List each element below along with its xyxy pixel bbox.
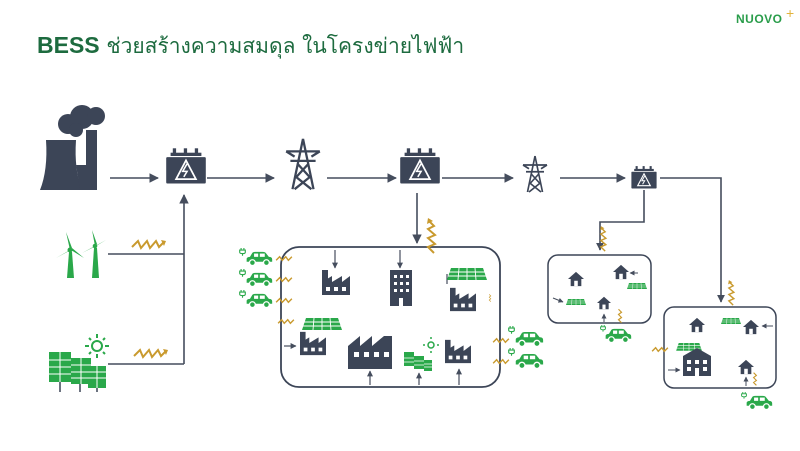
electric-car-icon — [746, 395, 773, 411]
rooftop-solar-icon — [626, 283, 648, 290]
electric-car-icon — [605, 328, 632, 344]
factory-icon — [445, 339, 471, 364]
bess-lightning-icon — [617, 308, 623, 324]
plug-icon — [239, 268, 246, 277]
electric-car-icon — [515, 331, 544, 348]
bess-lightning-icon — [492, 337, 510, 344]
solar-energy-bolt-icon — [132, 347, 170, 359]
rooftop-solar-icon — [565, 299, 587, 306]
ev-charging-group-left — [239, 247, 295, 325]
house-icon — [743, 319, 759, 335]
bess-lightning-icon — [487, 294, 493, 302]
electric-car-icon — [246, 251, 273, 267]
transmission-tower-icon — [522, 155, 548, 193]
house-icon — [689, 317, 705, 333]
bess-lightning-icon — [599, 226, 607, 252]
plug-icon — [508, 325, 515, 334]
wind-turbine-icon — [56, 230, 106, 278]
power-plant-icon — [40, 105, 105, 190]
large-factory-icon — [348, 336, 392, 369]
factory-icon — [300, 331, 326, 356]
plug-icon — [239, 247, 246, 256]
apartment-icon — [683, 348, 711, 376]
plug-icon — [741, 391, 747, 399]
wind-energy-bolt-icon — [130, 238, 168, 250]
bess-lightning-icon — [651, 346, 669, 353]
logo-plus-icon: + — [786, 5, 795, 21]
residential-zone-box-1 — [547, 254, 652, 324]
residential-zone-box-2 — [663, 306, 777, 389]
factory-icon — [450, 287, 476, 312]
electric-car-icon — [515, 353, 544, 370]
bess-lightning-icon — [727, 280, 735, 306]
factory-icon — [322, 270, 350, 295]
bess-lightning-icon — [275, 297, 293, 304]
industrial-zone-box — [280, 246, 501, 388]
rooftop-solar-icon — [301, 318, 343, 331]
building-icon — [390, 270, 412, 306]
sun-icon — [85, 334, 109, 358]
transmission-tower-icon — [285, 137, 321, 191]
rooftop-solar-icon — [446, 268, 488, 281]
electric-car-icon — [246, 272, 273, 288]
bess-lightning-icon — [752, 372, 758, 386]
plug-icon — [600, 324, 606, 332]
bess-lightning-icon — [275, 255, 293, 262]
house-icon — [738, 359, 754, 375]
bess-lightning-icon — [275, 276, 293, 283]
page-title: BESS ช่วยสร้างความสมดุล ในโครงข่ายไฟฟ้า — [37, 32, 465, 58]
plug-icon — [508, 347, 515, 356]
electric-car-icon — [246, 293, 273, 309]
house-icon — [613, 264, 629, 280]
nuovo-logo: NUOVO — [736, 12, 783, 26]
transformer-icon — [630, 166, 658, 190]
transformer-icon — [165, 148, 207, 185]
solar-panel-icon — [404, 352, 432, 371]
transformer-icon — [399, 148, 441, 185]
plug-icon — [239, 289, 246, 298]
house-icon — [568, 271, 584, 287]
solar-panel-icon — [49, 352, 106, 392]
rooftop-solar-icon — [720, 318, 742, 325]
house-icon — [597, 296, 611, 310]
bess-lightning-icon — [492, 358, 510, 365]
sun-icon — [423, 337, 439, 353]
